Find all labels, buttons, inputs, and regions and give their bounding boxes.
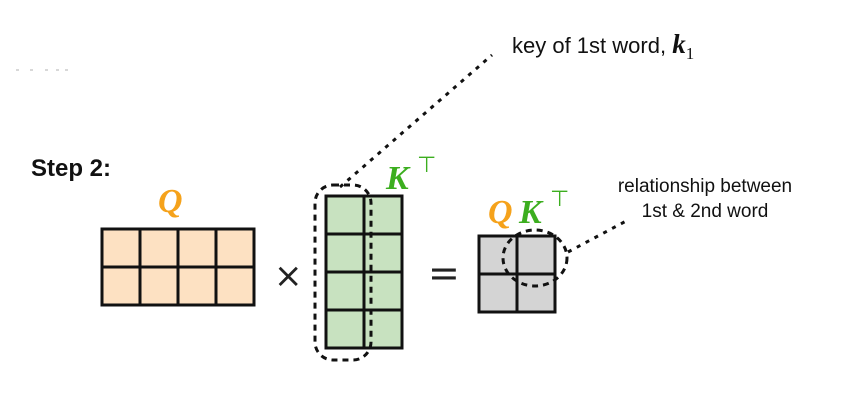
relationship-annotation-line1: relationship between [618,176,792,197]
equals-symbol: = [428,251,460,295]
key-leader-line [339,53,493,189]
kt-matrix [324,194,404,350]
kt-matrix-label: K [385,160,411,197]
q-matrix-label: Q [158,183,183,220]
key-annotation-text: key of 1st word, [512,33,672,58]
key-annotation: key of 1st word, k1 [512,29,694,63]
key-column-highlight [313,183,373,362]
key-annotation-var: k [672,29,686,59]
key-annotation-sub: 1 [686,44,695,63]
faint-marks [16,69,68,71]
relationship-leader-line [567,218,629,254]
q-matrix [100,227,256,307]
qkt-label-k: K [518,194,544,231]
qkt-matrix [477,234,557,314]
kt-transpose-symbol: ⊤ [417,153,436,178]
times-symbol: × [274,256,303,296]
relationship-annotation-line2: 1st & 2nd word [642,201,769,222]
qkt-label-q: Q [488,194,513,231]
qkt-transpose-symbol: ⊤ [550,187,569,212]
relationship-highlight [501,228,569,288]
step-label: Step 2: [31,155,111,182]
